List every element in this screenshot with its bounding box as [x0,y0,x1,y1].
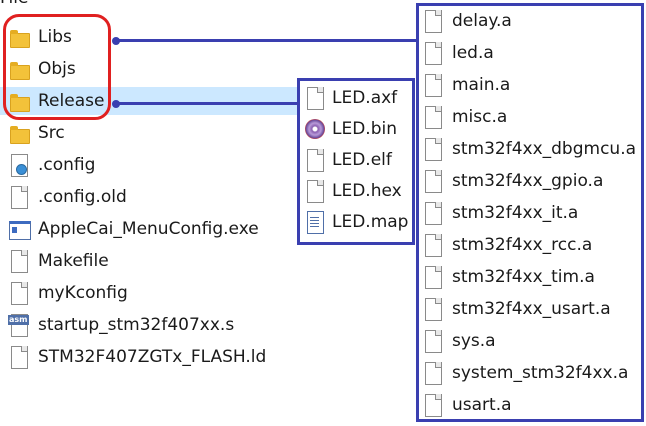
file-icon [304,148,326,172]
libs-file-item[interactable]: stm32f4xx_tim.a [422,263,595,291]
cut-off-header-text: File [0,0,28,8]
item-label: delay.a [452,11,512,31]
item-label: Release [38,91,105,111]
folder-item-objs[interactable]: Objs [8,55,76,83]
file-item-led-bin[interactable]: LED.bin [304,115,397,143]
item-label: stm32f4xx_it.a [452,203,579,223]
file-icon [8,249,30,273]
connector-libs [116,39,416,42]
file-icon [304,86,326,110]
item-label: led.a [452,43,494,63]
libs-file-item[interactable]: delay.a [422,7,512,35]
file-icon [422,169,444,193]
item-label: .config [38,155,96,175]
libs-file-item[interactable]: stm32f4xx_rcc.a [422,231,592,259]
file-icon [422,297,444,321]
item-label: stm32f4xx_dbgmcu.a [452,139,637,159]
item-label: usart.a [452,395,512,415]
item-label: LED.bin [332,119,397,139]
libs-file-item[interactable]: stm32f4xx_dbgmcu.a [422,135,636,163]
item-label: stm32f4xx_tim.a [452,267,595,287]
folder-icon [8,57,30,81]
folder-item-libs[interactable]: Libs [8,23,72,51]
item-label: Makefile [38,251,109,271]
folder-icon [8,121,30,145]
libs-file-item[interactable]: main.a [422,71,510,99]
item-label: LED.hex [332,181,402,201]
libs-file-item[interactable]: sys.a [422,327,496,355]
libs-contents-panel [416,3,644,422]
item-label: AppleCai_MenuConfig.exe [38,219,259,239]
file-item-menuconfig-exe[interactable]: AppleCai_MenuConfig.exe [8,215,259,243]
file-icon [422,361,444,385]
file-icon [422,265,444,289]
file-icon [422,9,444,33]
item-label: LED.elf [332,150,392,170]
executable-icon [8,217,31,241]
file-item-startup-asm[interactable]: startup_stm32f407xx.s [8,311,234,339]
item-label: Libs [38,27,72,47]
file-icon [422,73,444,97]
libs-file-item[interactable]: stm32f4xx_gpio.a [422,167,603,195]
item-label: system_stm32f4xx.a [452,363,629,383]
libs-file-item[interactable]: stm32f4xx_it.a [422,199,578,227]
disc-image-icon [304,117,326,141]
item-label: LED.map [332,212,409,232]
item-label: Objs [38,59,76,79]
file-icon [8,281,30,305]
file-icon [422,137,444,161]
libs-file-item[interactable]: stm32f4xx_usart.a [422,295,611,323]
connector-dot-release [112,100,120,108]
file-icon [422,41,444,65]
file-item-config[interactable]: .config [8,151,95,179]
release-contents-panel [297,78,415,245]
file-item-led-map[interactable]: LED.map [304,208,408,236]
item-label: misc.a [452,107,508,127]
item-label: LED.axf [332,88,398,108]
file-icon [304,179,326,203]
libs-file-item[interactable]: led.a [422,39,494,67]
file-icon [422,393,444,417]
file-icon [422,329,444,353]
item-label: stm32f4xx_usart.a [452,299,611,319]
libs-file-item[interactable]: system_stm32f4xx.a [422,359,628,387]
item-label: sys.a [452,331,496,351]
text-file-icon [304,210,326,234]
file-icon [422,201,444,225]
libs-file-item[interactable]: usart.a [422,391,512,419]
file-icon [8,345,30,369]
file-item-flash-ld[interactable]: STM32F407ZGTx_FLASH.ld [8,343,266,371]
folder-icon [8,25,30,49]
item-label: stm32f4xx_gpio.a [452,171,604,191]
connector-release [116,102,298,105]
file-item-led-elf[interactable]: LED.elf [304,146,392,174]
highlight-box-folders [3,14,111,120]
config-file-icon [8,153,30,177]
folder-item-release[interactable]: Release [0,87,300,115]
item-label: myKconfig [38,283,128,303]
file-icon [422,233,444,257]
item-label: Src [38,123,65,143]
file-item-mykconfig[interactable]: myKconfig [8,279,128,307]
file-item-makefile[interactable]: Makefile [8,247,109,275]
item-label: stm32f4xx_rcc.a [452,235,593,255]
item-label: startup_stm32f407xx.s [38,315,235,335]
folder-item-src[interactable]: Src [8,119,65,147]
item-label: .config.old [38,187,127,207]
libs-file-item[interactable]: misc.a [422,103,507,131]
item-label: STM32F407ZGTx_FLASH.ld [38,347,267,367]
file-icon [422,105,444,129]
asm-file-icon [8,313,30,337]
item-label: main.a [452,75,511,95]
file-item-led-axf[interactable]: LED.axf [304,84,397,112]
file-item-config-old[interactable]: .config.old [8,183,127,211]
file-item-led-hex[interactable]: LED.hex [304,177,402,205]
file-icon [8,185,30,209]
connector-dot-libs [112,37,120,45]
